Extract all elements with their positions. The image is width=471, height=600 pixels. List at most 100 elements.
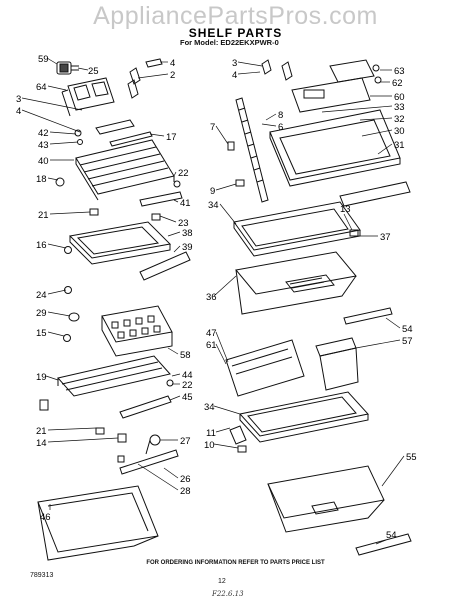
part-fittings-left — [63, 246, 80, 342]
part-clips-21-23 — [89, 208, 161, 221]
part-bracket-11 — [229, 425, 247, 453]
part-drawer-face — [225, 339, 305, 397]
callout-64: 64 — [36, 82, 47, 93]
callout-18: 18 — [36, 174, 47, 185]
part-front-rail-41 — [55, 177, 183, 207]
watermark-text: AppliancePartsPros.com — [93, 2, 378, 30]
callout-6: 6 — [278, 122, 283, 133]
callout-3-left: 3 — [16, 94, 21, 105]
page-number: 12 — [218, 578, 226, 585]
part-ladder-rail — [235, 97, 269, 203]
callout-47: 47 — [206, 328, 217, 339]
part-egg-tray-58 — [101, 305, 173, 357]
callout-37: 37 — [380, 232, 391, 243]
callout-46: 46 — [40, 512, 51, 523]
callout-19: 19 — [36, 372, 47, 383]
callout-43: 43 — [38, 140, 49, 151]
callout-21-lower: 21 — [36, 426, 47, 437]
part-bracket-26 — [117, 434, 179, 475]
callout-16: 16 — [36, 240, 47, 251]
callout-42: 42 — [38, 128, 49, 139]
callout-40: 40 — [38, 156, 49, 167]
callout-32: 32 — [394, 114, 405, 125]
callout-13: 13 — [340, 204, 351, 215]
part-shelf-rail-17 — [74, 119, 153, 147]
callout-21-upper: 21 — [38, 210, 49, 221]
callout-25: 25 — [88, 66, 99, 77]
part-shelf-clips — [127, 58, 163, 99]
callout-4-left: 4 — [16, 106, 21, 117]
callout-60: 60 — [394, 92, 405, 103]
part-tray-38 — [68, 221, 172, 265]
callout-2: 2 — [170, 70, 175, 81]
page-title: SHELF PARTS — [188, 26, 283, 40]
callout-22-upper: 22 — [178, 168, 189, 179]
model-line: For Model: ED22EKXPWR-0 — [180, 38, 279, 47]
part-crisper-bin-57 — [315, 307, 393, 391]
callout-31: 31 — [394, 140, 405, 151]
callout-41: 41 — [180, 198, 191, 209]
part-rail-45 — [119, 379, 174, 419]
callout-44: 44 — [182, 370, 193, 381]
part-fittings-lower-left — [39, 399, 127, 443]
callout-8: 8 — [278, 110, 283, 121]
part-pan-46 — [37, 485, 159, 561]
part-bin-55 — [267, 465, 385, 533]
part-trim-39 — [139, 251, 191, 281]
callout-54-upper: 54 — [402, 324, 413, 335]
callout-58: 58 — [180, 350, 191, 361]
part-drawer-47 — [235, 251, 357, 315]
part-wire-shelf-40 — [75, 139, 175, 201]
callout-leader-lines — [21, 57, 405, 545]
callout-22-lower: 22 — [182, 380, 193, 391]
handwritten-note: F22.6.13 — [212, 590, 244, 598]
callout-45: 45 — [182, 392, 193, 403]
callout-9: 9 — [210, 186, 215, 197]
callout-numbers: 59 25 64 3 4 42 43 40 18 21 16 24 29 15 … — [16, 54, 417, 541]
callout-4-right: 4 — [232, 70, 237, 81]
callout-61: 61 — [206, 340, 217, 351]
callout-24: 24 — [36, 290, 47, 301]
callout-30: 30 — [394, 126, 405, 137]
callout-36: 36 — [206, 292, 217, 303]
callout-29: 29 — [36, 308, 47, 319]
callout-63: 63 — [394, 66, 405, 77]
callout-27: 27 — [180, 436, 191, 447]
part-glass-shelf-32 — [269, 109, 401, 187]
callout-14: 14 — [36, 438, 47, 449]
callout-34-upper: 34 — [208, 200, 219, 211]
callout-17: 17 — [166, 132, 177, 143]
part-bracket-62 — [329, 59, 382, 84]
callout-15: 15 — [36, 328, 47, 339]
callout-57: 57 — [402, 336, 413, 347]
callout-62: 62 — [392, 78, 403, 89]
callout-38: 38 — [182, 228, 193, 239]
ordering-note: FOR ORDERING INFORMATION REFER TO PARTS … — [146, 560, 325, 566]
callout-54-lower: 54 — [386, 530, 397, 541]
part-clips-7-9 — [227, 141, 245, 187]
reference-number: 789313 — [30, 572, 54, 579]
callout-26: 26 — [180, 474, 191, 485]
callout-34-lower: 34 — [204, 402, 215, 413]
callout-10: 10 — [204, 440, 215, 451]
part-wire-shelf-44 — [57, 355, 171, 397]
part-trim-54-bottom — [355, 533, 412, 556]
part-control-housing — [61, 77, 115, 117]
part-front-trim-31 — [339, 181, 411, 207]
callout-39: 39 — [182, 242, 193, 253]
callout-59: 59 — [38, 54, 49, 65]
callout-3-right: 3 — [232, 58, 237, 69]
callout-11: 11 — [206, 428, 216, 439]
callout-28: 28 — [180, 486, 191, 497]
part-light-bracket — [56, 61, 79, 75]
callout-55: 55 — [406, 452, 417, 463]
callout-23: 23 — [178, 218, 189, 229]
callout-33: 33 — [394, 102, 405, 113]
part-shelf-34-lower — [239, 391, 369, 443]
callout-4-center: 4 — [170, 58, 175, 69]
part-cover-60 — [291, 77, 371, 113]
callout-7: 7 — [210, 122, 215, 133]
part-clips-right-top — [261, 59, 293, 81]
